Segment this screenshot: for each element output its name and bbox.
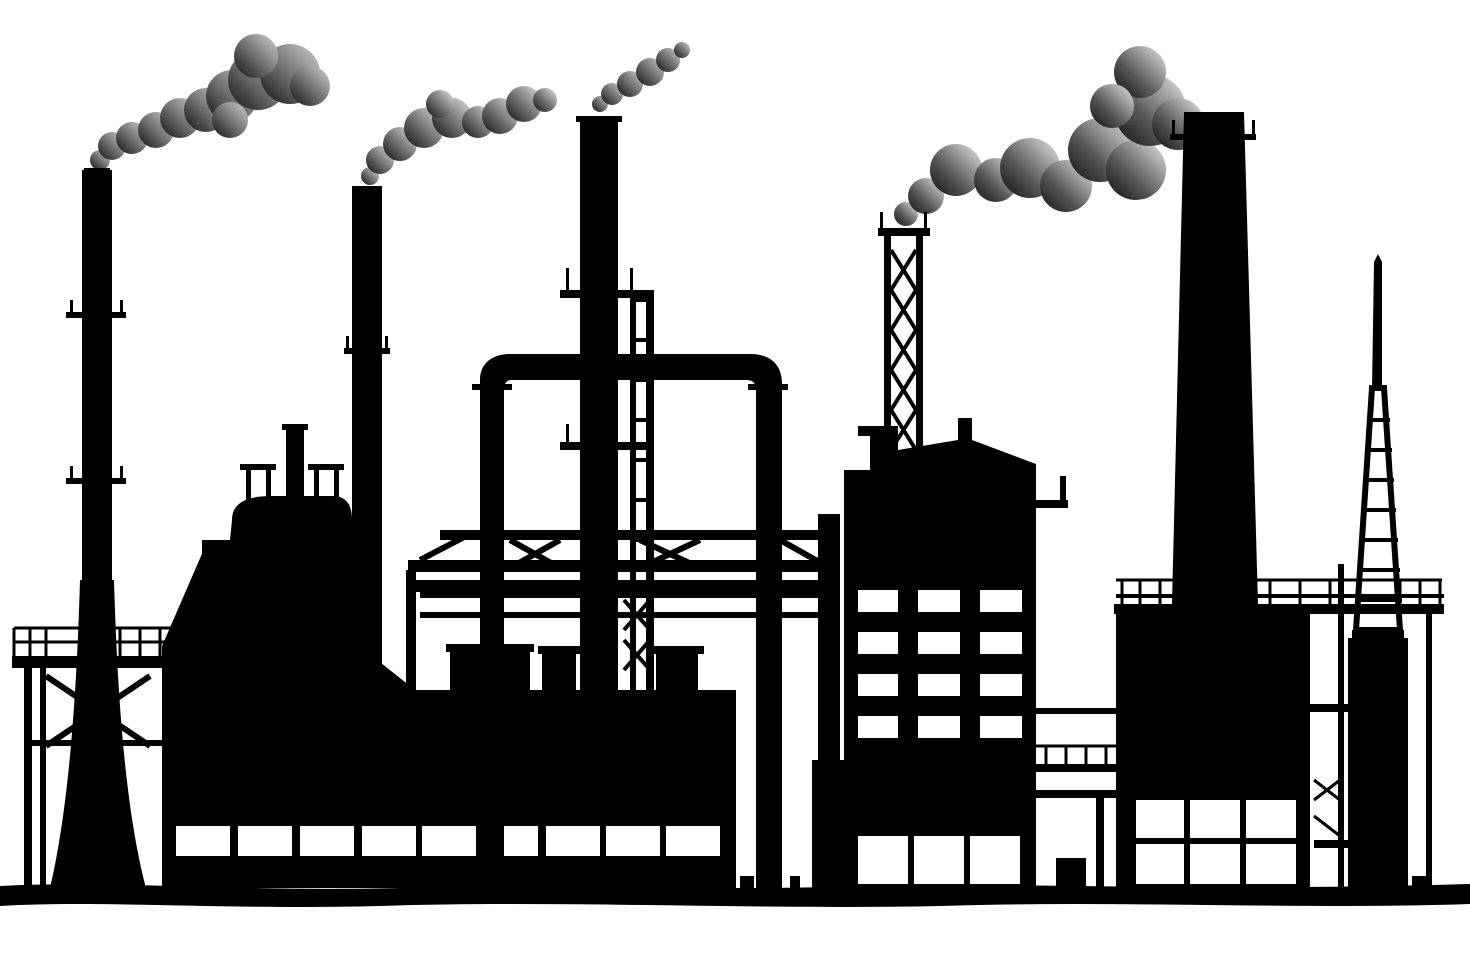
smoke-plume-1 bbox=[90, 34, 330, 170]
spire-tower bbox=[1348, 254, 1408, 888]
factory-silhouette bbox=[0, 112, 1470, 907]
chimney-left bbox=[50, 168, 146, 888]
connector-bridge bbox=[1036, 708, 1120, 888]
low-building bbox=[400, 690, 736, 888]
dome-building bbox=[162, 424, 410, 888]
window-row-left bbox=[176, 826, 720, 856]
smoke-plume-4 bbox=[894, 46, 1204, 226]
chimney-right bbox=[1170, 112, 1258, 604]
smoke-plume-3 bbox=[592, 42, 690, 112]
smoke-plume-2 bbox=[361, 86, 557, 185]
smoke-plumes bbox=[90, 34, 1204, 226]
lattice-tower bbox=[878, 212, 930, 466]
chimney-2 bbox=[344, 186, 390, 686]
right-windows bbox=[1136, 800, 1296, 884]
right-building bbox=[1114, 594, 1444, 888]
grid-windows bbox=[858, 590, 1022, 884]
ground bbox=[0, 884, 1470, 907]
